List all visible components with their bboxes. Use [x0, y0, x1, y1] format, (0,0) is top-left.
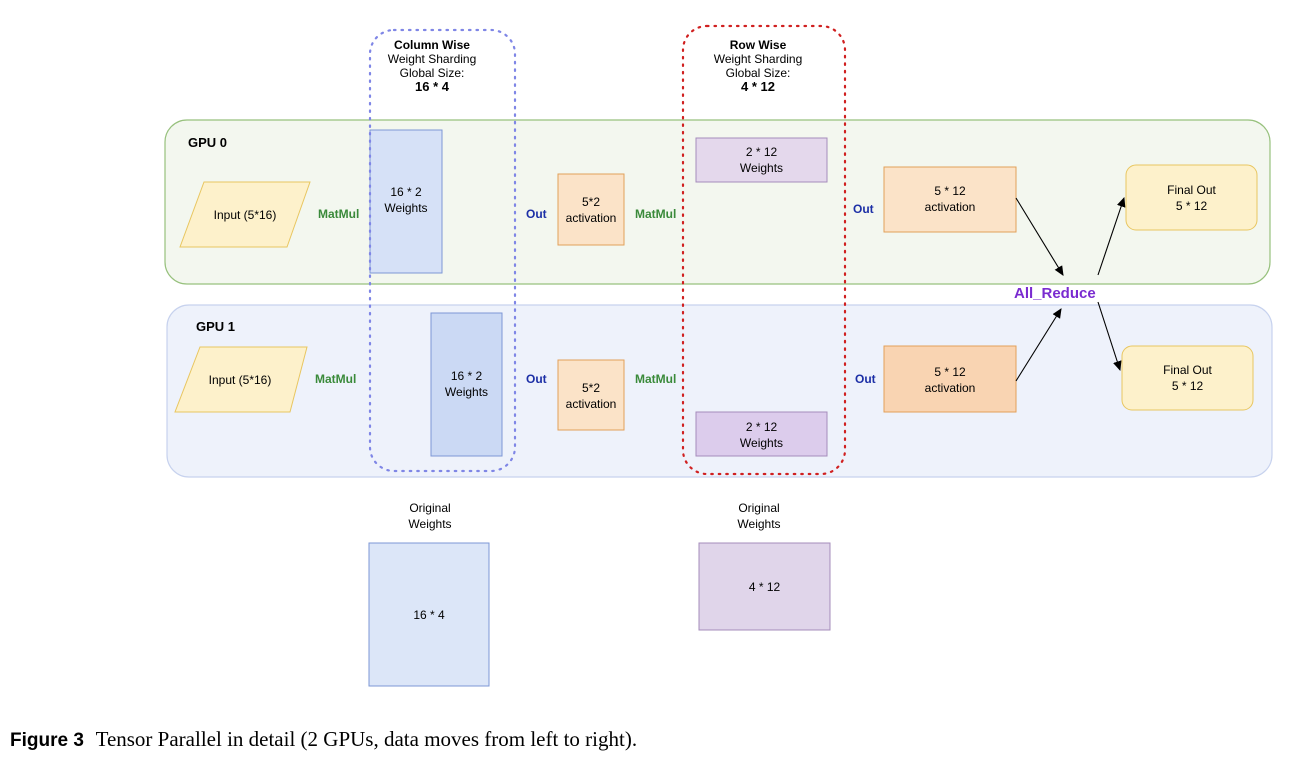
gpu1-row-weight-size: 2 * 12 — [745, 420, 778, 434]
row-wise-header: Row Wise Weight Sharding Global Size: 4 … — [698, 38, 818, 94]
gpu1-col-weight-word: Weights — [444, 385, 489, 399]
original-col-caption: Original Weights — [370, 500, 490, 532]
gpu0-act1-word: activation — [565, 211, 617, 225]
gpu0-col-weight-size: 16 * 2 — [390, 185, 422, 199]
gpu1-matmul2-label: MatMul — [635, 372, 677, 386]
all-reduce-label: All_Reduce — [1014, 285, 1096, 302]
gpu1-label: GPU 1 — [196, 319, 236, 334]
gpu1-act2-word: activation — [924, 381, 976, 395]
gpu1-row-weight-shape — [695, 411, 828, 457]
row-wise-size: 4 * 12 — [741, 79, 775, 94]
gpu1-act1-shape — [557, 359, 625, 431]
row-wise-line2: Global Size: — [725, 66, 791, 80]
gpu1-final-text: Final Out 5 * 12 — [1122, 362, 1253, 394]
gpu0-to-allreduce-arrow — [1015, 197, 1064, 276]
gpu1-final-size: 5 * 12 — [1171, 379, 1204, 393]
original-col-weight-shape — [368, 542, 490, 687]
gpu0-act2-text: 5 * 12 activation — [884, 183, 1016, 215]
gpu0-act1-size: 5*2 — [581, 195, 601, 209]
gpu1-input-label: Input (5*16) — [208, 373, 272, 387]
gpu1-matmul1-label: MatMul — [315, 372, 357, 386]
gpu0-act2-size: 5 * 12 — [934, 184, 966, 198]
original-row-caption-line1: Original — [738, 501, 780, 515]
gpu1-act2-text: 5 * 12 activation — [884, 364, 1016, 396]
figure-caption-text: Tensor Parallel in detail (2 GPUs, data … — [95, 727, 638, 751]
gpu0-col-weight-text: 16 * 2 Weights — [370, 184, 442, 216]
gpu1-final-shape — [1121, 345, 1254, 411]
column-wise-region — [368, 28, 517, 473]
column-wise-line2: Global Size: — [399, 66, 465, 80]
gpu1-act1-size: 5*2 — [581, 381, 601, 395]
original-row-caption-line2: Weights — [737, 517, 781, 531]
gpu1-act1-text: 5*2 activation — [558, 380, 624, 412]
row-wise-title: Row Wise — [729, 38, 787, 52]
gpu0-row-weight-text: 2 * 12 Weights — [696, 144, 827, 176]
gpu0-final-shape — [1125, 164, 1258, 231]
column-wise-size: 16 * 4 — [415, 79, 449, 94]
column-wise-line1: Weight Sharding — [387, 52, 477, 66]
gpu0-out1-label: Out — [526, 207, 547, 221]
figure-caption: Figure 3 Tensor Parallel in detail (2 GP… — [10, 727, 637, 752]
gpu0-out2-label: Out — [853, 202, 874, 216]
column-wise-header: Column Wise Weight Sharding Global Size:… — [372, 38, 492, 94]
original-col-caption-line2: Weights — [408, 517, 452, 531]
original-row-size: 4 * 12 — [748, 580, 781, 594]
gpu0-row-weight-word: Weights — [739, 161, 784, 175]
gpu0-label: GPU 0 — [188, 135, 228, 150]
gpu1-col-weight-size: 16 * 2 — [450, 369, 483, 383]
gpu1-act2-size: 5 * 12 — [934, 365, 966, 379]
gpu0-row-weight-size: 2 * 12 — [745, 145, 778, 159]
gpu0-input-label: Input (5*16) — [213, 208, 277, 222]
gpu0-matmul2-label: MatMul — [635, 207, 677, 221]
gpu0-input-shape — [179, 181, 311, 248]
row-wise-line1: Weight Sharding — [713, 52, 803, 66]
gpu1-to-allreduce-arrow — [1015, 308, 1062, 382]
gpu1-act2-shape — [883, 345, 1017, 413]
gpu0-col-weight-shape — [369, 129, 443, 274]
gpu0-final-title: Final Out — [1167, 183, 1216, 197]
allreduce-to-final1-arrow — [1097, 301, 1122, 372]
allreduce-to-final0-arrow — [1097, 196, 1126, 276]
row-wise-region — [681, 24, 847, 476]
figure-number: Figure 3 — [10, 730, 84, 751]
gpu1-out2-label: Out — [855, 372, 876, 386]
gpu1-col-weight-shape — [430, 312, 503, 457]
gpu1-act1-word: activation — [565, 397, 617, 411]
gpu1-row-weight-text: 2 * 12 Weights — [696, 419, 827, 451]
gpu0-row-weight-shape — [695, 137, 828, 183]
gpu1-col-weight-text: 16 * 2 Weights — [431, 368, 502, 400]
gpu0-final-size: 5 * 12 — [1175, 199, 1208, 213]
original-row-caption: Original Weights — [699, 500, 819, 532]
gpu0-act1-text: 5*2 activation — [558, 194, 624, 226]
gpu0-act1-shape — [557, 173, 625, 246]
gpu1-final-title: Final Out — [1163, 363, 1212, 377]
gpu0-act2-word: activation — [924, 200, 976, 214]
column-wise-title: Column Wise — [394, 38, 470, 52]
gpu0-col-weight-word: Weights — [384, 201, 428, 215]
gpu1-out1-label: Out — [526, 372, 547, 386]
gpu0-matmul1-label: MatMul — [318, 207, 360, 221]
gpu0-act2-shape — [883, 166, 1017, 233]
original-col-caption-line1: Original — [409, 501, 451, 515]
gpu0-final-text: Final Out 5 * 12 — [1126, 182, 1257, 214]
original-col-size: 16 * 4 — [413, 608, 445, 622]
gpu1-input-shape — [174, 346, 308, 413]
gpu1-row-weight-word: Weights — [739, 436, 784, 450]
original-row-weight-shape — [698, 542, 831, 631]
